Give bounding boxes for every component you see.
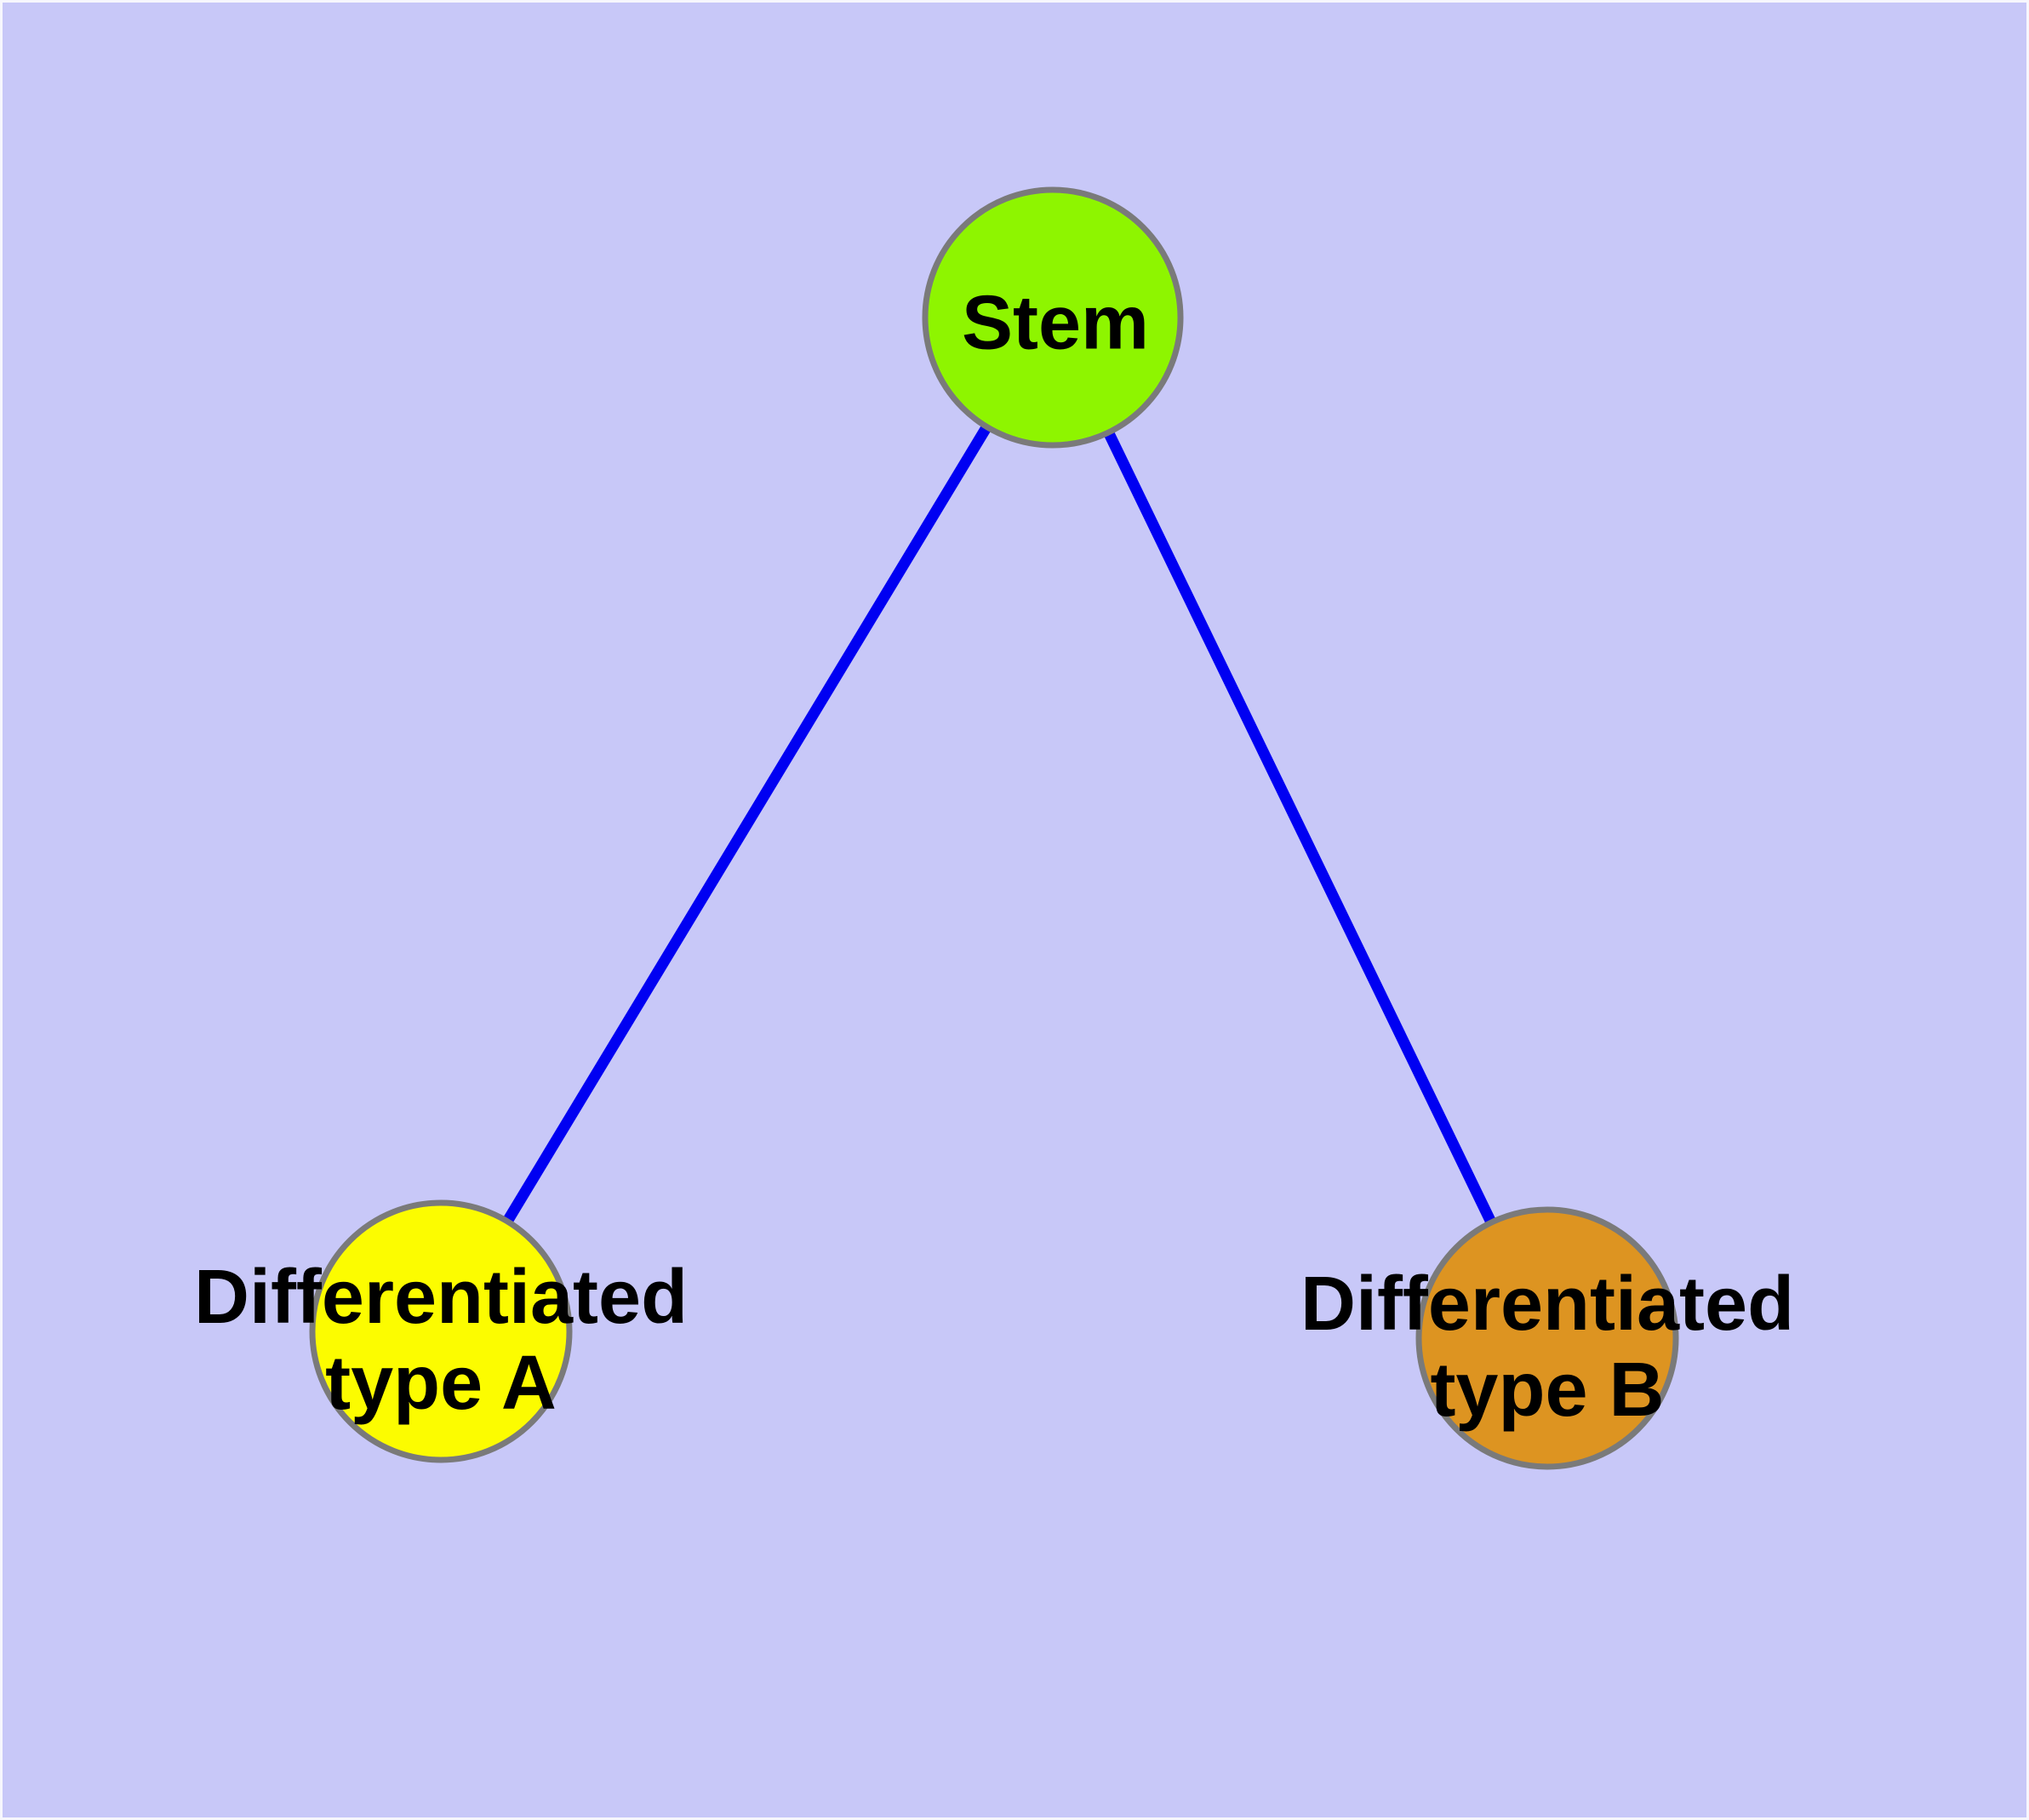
node-stem-label: Stem <box>961 280 1150 366</box>
node-type-a-label: Differentiated type A <box>193 1255 689 1426</box>
node-type-a-circle <box>309 1199 573 1463</box>
edge-stem-to-type-a <box>436 314 1058 1335</box>
node-type-b-circle <box>1415 1206 1679 1470</box>
edge-stem-to-type-b <box>1048 315 1552 1341</box>
node-stem-circle <box>922 186 1184 449</box>
node-type-b-label: Differentiated type B <box>1300 1262 1795 1433</box>
top-edge-hairline <box>0 0 2029 1</box>
